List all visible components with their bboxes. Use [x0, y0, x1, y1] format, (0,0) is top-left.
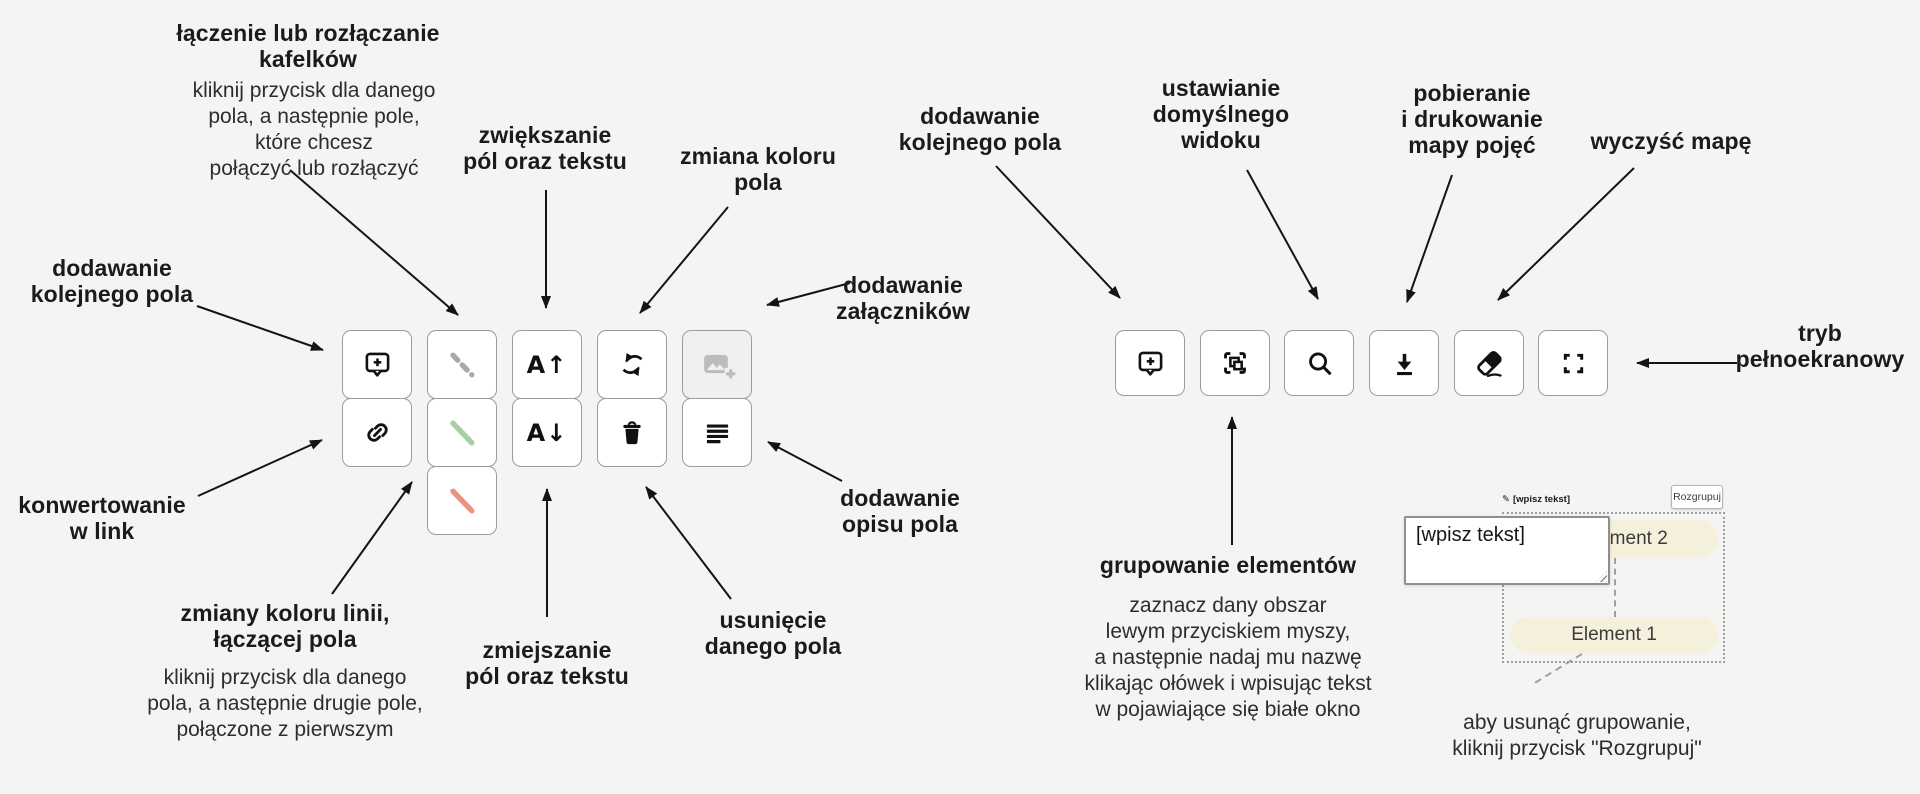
add-field-button-right[interactable]	[1115, 330, 1185, 396]
group-selection-rect	[1502, 512, 1725, 663]
salmon-line-icon	[450, 488, 475, 513]
add-field-icon	[365, 352, 389, 377]
label-zmiany-koloru-linii: zmiany koloru linii, łączącej pola	[180, 600, 390, 652]
add-image-icon	[704, 354, 736, 380]
arrow-laczenie	[289, 169, 459, 316]
download-print-button[interactable]	[1369, 330, 1439, 396]
pencil-icon: ✎	[1502, 494, 1510, 505]
add-description-button[interactable]	[682, 398, 752, 467]
font-increase-button[interactable]: A↑	[512, 330, 582, 399]
label-zwiekszanie: zwiększanie pól oraz tekstu	[463, 122, 627, 174]
trash-icon	[623, 420, 641, 444]
element-1-tile[interactable]: Element 1	[1510, 617, 1718, 653]
green-line-icon	[450, 420, 475, 445]
field-color-cycle-button[interactable]	[597, 330, 667, 399]
label-ustawianie-widoku: ustawianie domyślnego widoku	[1152, 75, 1290, 153]
label-zmiejszanie: zmiejszanie pól oraz tekstu	[465, 637, 629, 689]
label-zmiana-koloru: zmiana koloru pola	[680, 143, 836, 195]
arrow-wyczysc-mape	[1497, 167, 1635, 301]
label-rozgrupuj-note: aby usunąć grupowanie, kliknij przycisk …	[1452, 711, 1702, 760]
fullscreen-icon	[1563, 353, 1583, 373]
label-dodawanie-zalacznikow: dodawanie załączników	[835, 272, 971, 324]
add-attachment-button[interactable]	[682, 330, 752, 399]
group-name-input[interactable]: [wpisz tekst]	[1404, 516, 1610, 585]
description-lines-icon	[706, 424, 728, 444]
label-usuniecie: usunięcie danego pola	[704, 607, 842, 659]
font-decrease-button[interactable]: A↓	[512, 398, 582, 467]
label-pobieranie: pobieranie i drukowanie mapy pojęć	[1401, 80, 1543, 158]
fullscreen-button[interactable]	[1538, 330, 1608, 396]
arrow-pobieranie	[1406, 174, 1453, 303]
dashed-line-icon	[450, 352, 475, 377]
add-field-icon	[1138, 351, 1162, 376]
line-color-green-button[interactable]	[427, 398, 497, 467]
label-wyczysc-mape: wyczyść mapę	[1590, 128, 1752, 154]
label-dodawanie-opisu: dodawanie opisu pola	[840, 485, 960, 537]
label-dodawanie-kolejnego-left: dodawanie kolejnego pola	[30, 255, 194, 307]
eraser-icon	[1476, 350, 1502, 377]
delete-field-button[interactable]	[597, 398, 667, 467]
add-field-button[interactable]	[342, 330, 412, 399]
arrow-zmiany-koloru-linii	[331, 481, 413, 595]
label-zmiany-koloru-linii-body: kliknij przycisk dla danego pola, a nast…	[147, 666, 423, 741]
label-laczenie-kafelkow: łączenie lub rozłączanie kafelków	[176, 20, 440, 72]
label-tryb-pelnoekranowy: tryb pełnoekranowy	[1735, 320, 1905, 372]
clear-map-button[interactable]	[1454, 330, 1524, 396]
ungroup-button[interactable]: Rozgrupuj	[1671, 485, 1723, 509]
element-1-label: Element 1	[1571, 624, 1657, 645]
dashed-connector-vertical	[1614, 558, 1616, 617]
arrow-dodawanie-kolejnego-left	[196, 305, 324, 351]
resize-handle-icon[interactable]	[1596, 571, 1607, 582]
download-icon	[1396, 353, 1412, 375]
link-icon	[366, 423, 388, 442]
default-view-button[interactable]	[1284, 330, 1354, 396]
group-title-text: [wpisz tekst]	[1512, 494, 1570, 505]
group-title-row[interactable]: ✎ [wpisz tekst]	[1502, 494, 1570, 505]
font-increase-icon: A↑	[526, 350, 568, 379]
line-color-salmon-button[interactable]	[427, 466, 497, 535]
arrow-opis-pola	[767, 441, 843, 482]
ungroup-button-label: Rozgrupuj	[1673, 491, 1721, 503]
arrow-dodawanie-kolejnego-right	[995, 165, 1121, 299]
label-grupowanie-body: zaznacz dany obszar lewym przyciskiem my…	[1084, 594, 1372, 721]
arrow-usuniecie	[645, 486, 732, 600]
label-dodawanie-kolejnego-right: dodawanie kolejnego pola	[898, 103, 1062, 155]
group-name-value: [wpisz tekst]	[1416, 524, 1525, 546]
label-laczenie-kafelkow-body: kliknij przycisk dla danego pola, a nast…	[192, 79, 436, 180]
font-decrease-icon: A↓	[526, 418, 568, 447]
label-grupowanie: grupowanie elementów	[1099, 552, 1357, 578]
arrow-zmiana-koloru	[639, 206, 729, 314]
group-selection-icon	[1224, 352, 1246, 374]
convert-to-link-button[interactable]	[342, 398, 412, 467]
color-cycle-icon	[622, 352, 642, 377]
label-konwertowanie: konwertowanie w link	[18, 492, 186, 544]
line-color-gray-button[interactable]	[427, 330, 497, 399]
group-elements-button[interactable]	[1200, 330, 1270, 396]
arrow-konwertowanie	[197, 439, 323, 497]
search-icon	[1308, 352, 1331, 375]
arrow-ustawianie-widoku	[1246, 169, 1319, 300]
